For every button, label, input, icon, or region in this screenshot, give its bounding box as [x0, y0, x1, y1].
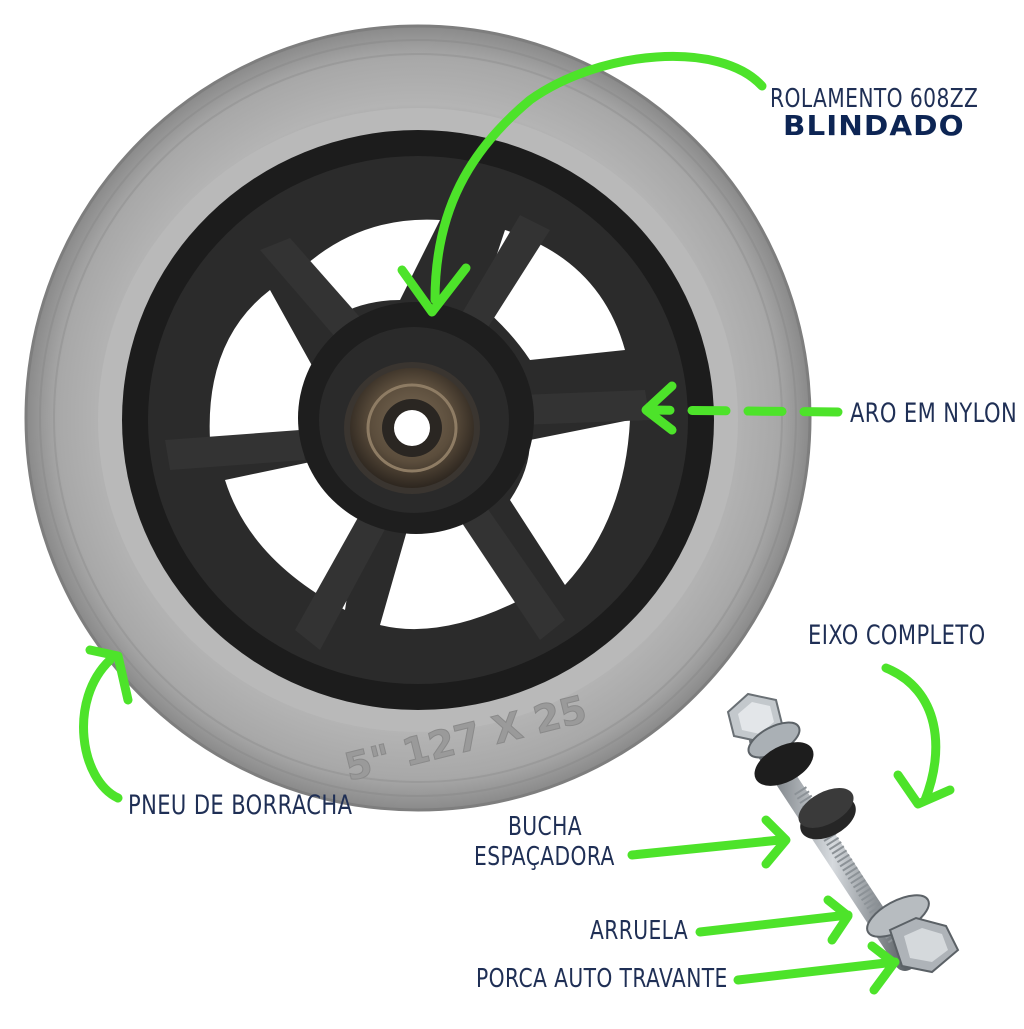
arrow-axle-head — [893, 770, 955, 809]
label-rim: ARO EM NYLON — [850, 398, 1018, 429]
bearing-608zz — [344, 362, 480, 494]
spacer-bushing — [798, 788, 856, 840]
arrow-tire — [79, 655, 123, 803]
lock-nut — [888, 916, 960, 974]
label-bushing-line1: BUCHA — [508, 812, 582, 842]
arrow-bearing-head — [397, 263, 471, 317]
label-bushing-line2: ESPAÇADORA — [474, 842, 615, 872]
label-bearing-model: ROLAMENTO 608ZZ — [770, 84, 979, 114]
arrow-bushing-head — [761, 815, 791, 869]
arrow-bushing — [627, 835, 785, 860]
arrow-nut — [733, 957, 900, 985]
label-nut: PORCA AUTO TRAVANTE — [476, 964, 728, 994]
arrow-tire-head — [85, 645, 133, 705]
arrow-washer-head — [823, 895, 853, 945]
axle-assembly — [726, 692, 960, 974]
label-axle: EIXO COMPLETO — [808, 620, 986, 651]
label-bearing-shielded: BLINDADO — [783, 109, 965, 142]
arrow-axle — [881, 663, 941, 805]
arrow-bearing — [430, 52, 767, 305]
label-washer: ARRUELA — [590, 916, 689, 946]
arrow-rim-head — [641, 381, 677, 435]
arrow-rim — [645, 405, 843, 417]
arrow-washer — [695, 910, 853, 937]
label-tire: PNEU DE BORRACHA — [128, 790, 353, 821]
arrow-nut-head — [867, 941, 899, 995]
